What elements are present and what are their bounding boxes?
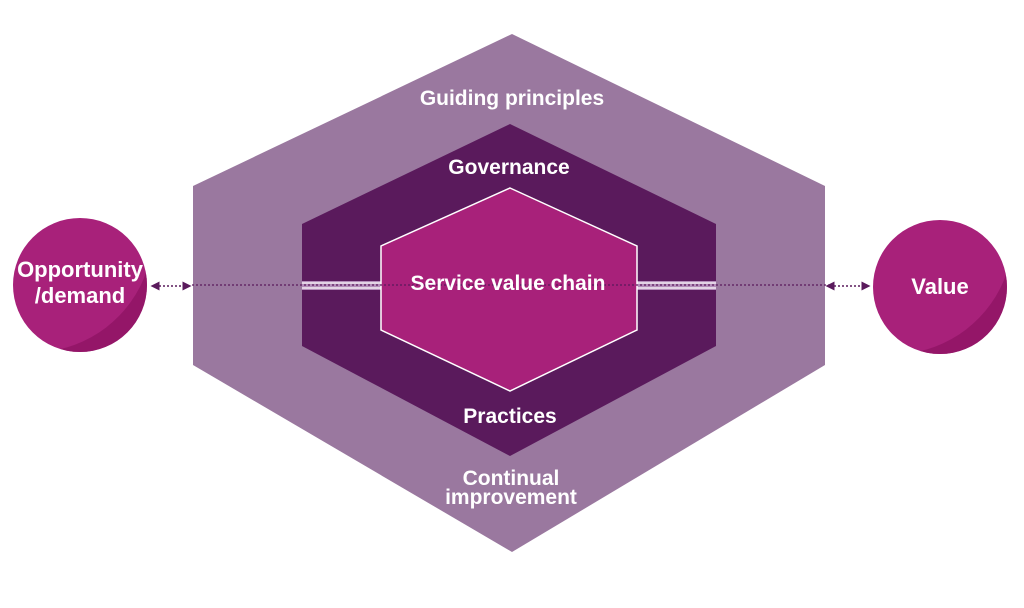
value-label: Value bbox=[911, 274, 968, 299]
practices-label: Practices bbox=[463, 405, 556, 428]
opportunity-label-line2: /demand bbox=[35, 283, 125, 308]
opportunity-label-line1: Opportunity bbox=[17, 257, 144, 282]
continual-improvement-label-line2: improvement bbox=[445, 486, 577, 509]
continual-improvement-label-line1: Continual bbox=[463, 467, 560, 490]
governance-label: Governance bbox=[448, 156, 569, 179]
guiding-principles-label: Guiding principles bbox=[420, 87, 604, 110]
service-value-chain-label: Service value chain bbox=[411, 272, 606, 295]
inner-hexagon bbox=[380, 187, 638, 392]
